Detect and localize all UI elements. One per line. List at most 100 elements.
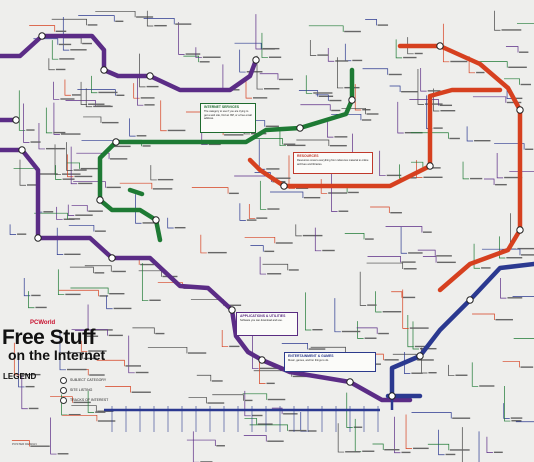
site-listing-text	[110, 158, 128, 160]
branch-line	[18, 90, 26, 131]
site-listing-text	[436, 255, 452, 257]
site-listing-text	[288, 429, 307, 432]
branch-line	[498, 236, 506, 259]
branch-line	[305, 75, 313, 94]
site-listing-text	[144, 104, 155, 106]
station-icon	[416, 352, 424, 360]
site-listing-text	[187, 352, 207, 354]
branch-line	[472, 96, 507, 103]
station-icon	[466, 296, 474, 304]
site-listing-text	[377, 24, 389, 26]
site-listing-text	[68, 218, 81, 220]
branch-line	[96, 359, 125, 367]
site-listing-text	[450, 60, 468, 63]
site-listing-text	[449, 137, 460, 140]
branch-line	[397, 101, 404, 134]
site-listing-text	[329, 99, 342, 102]
branch-line	[502, 361, 520, 368]
branch-line	[245, 78, 252, 99]
branch-line	[91, 75, 98, 94]
site-listing-text	[283, 143, 296, 145]
branch-line	[385, 226, 423, 233]
station-icon	[346, 378, 354, 386]
station-icon	[228, 306, 236, 314]
site-listing-text	[21, 373, 41, 376]
station-icon	[60, 396, 67, 404]
branch-line	[356, 327, 378, 334]
site-listing-text	[86, 335, 99, 337]
site-listing-text	[30, 445, 50, 447]
navy-line	[385, 261, 534, 399]
site-listing-text	[244, 399, 253, 402]
branch-line	[471, 362, 479, 387]
site-listing-text	[82, 42, 92, 45]
site-listing-text	[292, 375, 312, 378]
branch-line	[80, 81, 88, 105]
site-listing-text	[493, 451, 503, 454]
branch-line	[357, 321, 364, 339]
site-listing-text	[525, 148, 534, 150]
branch-line	[354, 84, 362, 111]
branch-line	[146, 10, 154, 27]
callout-heading: RESOURCES	[297, 154, 319, 158]
branch-line	[477, 61, 508, 68]
site-listing-text	[423, 176, 443, 179]
branch-line	[139, 53, 146, 88]
site-listing-text	[59, 58, 75, 60]
branch-line	[48, 58, 55, 71]
branch-line	[256, 55, 264, 90]
site-listing-text	[113, 307, 132, 310]
branch-line	[67, 162, 80, 169]
branch-line	[259, 256, 267, 275]
site-listing-text	[401, 451, 411, 454]
station-icon	[34, 234, 42, 242]
branch-line	[28, 291, 35, 309]
site-listing-text	[26, 184, 39, 186]
branch-line	[389, 85, 401, 92]
branch-line	[362, 68, 389, 75]
branch-line	[147, 346, 188, 354]
branch-line	[234, 175, 272, 182]
branch-line	[331, 173, 338, 212]
site-listing-text	[93, 105, 113, 108]
site-listing-text	[384, 359, 399, 361]
site-listing-text	[251, 414, 263, 417]
branch-line	[13, 167, 38, 175]
branch-line	[95, 10, 136, 18]
callout-heading: INTERNET SERVICES	[204, 105, 239, 109]
site-listing-text	[95, 411, 106, 413]
branch-line	[468, 56, 476, 74]
site-listing-text	[479, 385, 495, 387]
branch-line	[252, 329, 259, 370]
branch-line	[53, 102, 60, 135]
callout-body: Resources covers everything from referen…	[297, 159, 369, 166]
branch-line	[62, 16, 70, 51]
branch-line	[221, 329, 229, 348]
branch-line	[346, 392, 353, 428]
branch-line	[58, 289, 99, 297]
branch-line	[51, 40, 59, 60]
site-listing-text	[99, 295, 109, 297]
brand-logo: PCWorld	[30, 320, 56, 326]
site-listing-text	[73, 401, 91, 404]
site-listing-text	[288, 269, 299, 271]
branch-line	[195, 47, 202, 58]
site-listing-text	[401, 261, 416, 263]
site-listing-text	[265, 125, 279, 127]
site-listing-text	[422, 231, 432, 233]
site-listing-text	[366, 113, 379, 115]
site-listing-text	[427, 90, 441, 92]
branch-line	[310, 346, 346, 354]
branch-line	[129, 118, 136, 137]
branch-line	[212, 394, 244, 401]
branch-line	[309, 39, 317, 56]
branch-line	[56, 227, 64, 255]
site-listing-text	[506, 257, 523, 259]
branch-line	[222, 64, 229, 91]
branch-line	[160, 100, 167, 132]
branch-line	[300, 104, 331, 111]
site-listing-text	[302, 234, 323, 237]
site-listing-text	[28, 407, 39, 410]
site-listing-text	[26, 129, 35, 131]
